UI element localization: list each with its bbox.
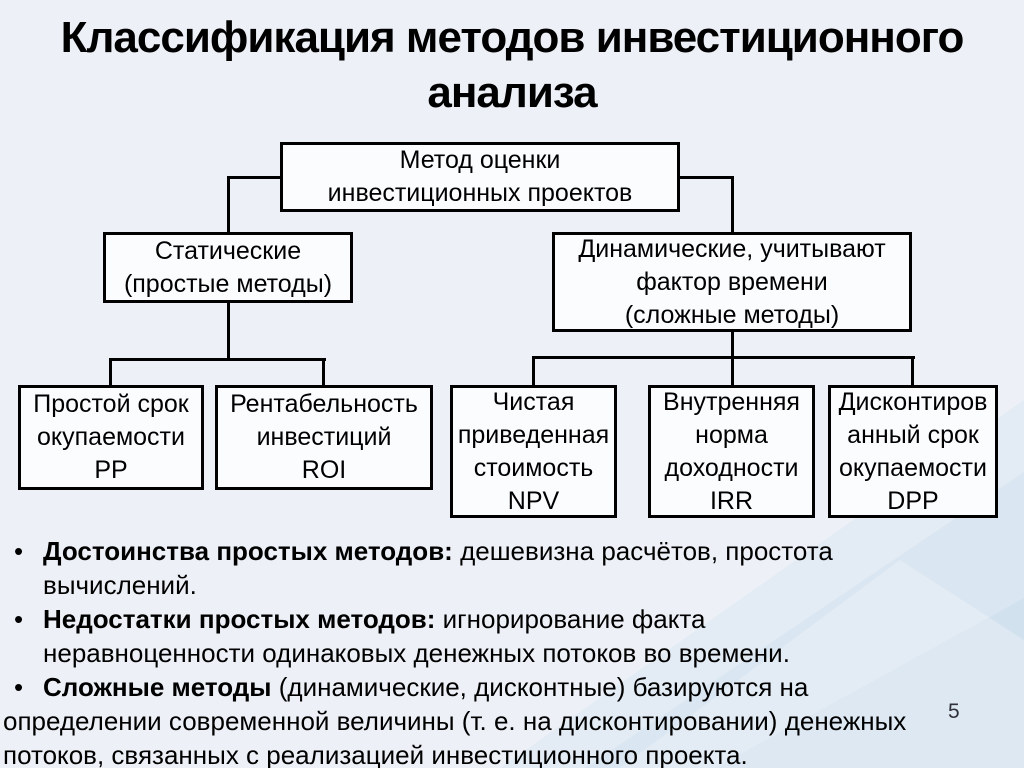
connector-roi-stub-v <box>322 360 325 387</box>
connector-root-left-h <box>228 176 282 179</box>
connector-static-drop-v <box>227 176 230 234</box>
connector-dynamic-out-v <box>731 330 734 358</box>
connector-static-out-v <box>227 300 230 360</box>
bullet-item-advantages: • Достоинства простых методов: дешевизна… <box>0 534 1024 602</box>
diagram-box-root: Метод оценки инвестиционных проектов <box>280 142 680 212</box>
bullet-rest-text: (динамические, дисконтные) базируются на <box>271 672 809 702</box>
bullet-list: • Достоинства простых методов: дешевизна… <box>0 534 1024 768</box>
bullet-item-complex-methods: • Сложные методы (динамические, дисконтн… <box>0 670 1024 768</box>
bullet-line: потоков, связанных с реализацией инвести… <box>3 740 748 768</box>
bullet-item-disadvantages: • Недостатки простых методов: игнорирова… <box>0 602 1024 670</box>
connector-root-right-h <box>678 176 734 179</box>
bullet-line: Недостатки простых методов: игнорировани… <box>43 602 1024 636</box>
bullet-marker: • <box>14 536 24 566</box>
bullet-line: неравноценности одинаковых денежных пото… <box>43 638 790 668</box>
diagram-box-pp: Простой срок окупаемости PP <box>18 385 204 490</box>
bullet-line: Сложные методы (динамические, дисконтные… <box>43 670 1024 704</box>
diagram-box-dpp: Дисконтиров анный срок окупаемости DPP <box>828 385 998 518</box>
slide-page-number: 5 <box>948 700 960 723</box>
bullet-lead-text: Сложные методы <box>43 672 272 702</box>
bullet-line: вычислений. <box>43 570 197 600</box>
connector-dpp-stub-v <box>911 358 914 387</box>
slide-title: Классификация методов инвестиционного ан… <box>60 13 965 117</box>
diagram-box-irr: Внутренняя норма доходности IRR <box>648 385 815 518</box>
bullet-rest-text: дешевизна расчётов, простота <box>452 536 833 566</box>
diagram-box-dynamic-methods: Динамические, учитывают фактор времени (… <box>552 232 912 332</box>
connector-npv-stub-v <box>532 358 535 387</box>
bullet-lead-text: Недостатки простых методов: <box>43 604 436 634</box>
diagram-box-npv: Чистая приведенная стоимость NPV <box>450 385 617 518</box>
connector-dynamic-split-h <box>532 356 915 359</box>
connector-static-split-h <box>109 358 326 361</box>
bullet-lead-text: Достоинства простых методов: <box>43 536 453 566</box>
diagram-box-roi: Рентабельность инвестиций ROI <box>215 385 433 490</box>
bullet-marker: • <box>14 672 24 702</box>
bullet-line: Достоинства простых методов: дешевизна р… <box>43 534 1024 568</box>
bullet-marker: • <box>14 604 24 634</box>
diagram-box-static-methods: Статические (простые методы) <box>103 232 353 303</box>
connector-pp-stub-v <box>109 360 112 387</box>
connector-irr-stub-v <box>731 358 734 387</box>
bullet-line: определении современной величины (т. е. … <box>3 706 907 736</box>
bullet-rest-text: игнорирование факта <box>435 604 706 634</box>
connector-dynamic-drop-v <box>731 176 734 234</box>
